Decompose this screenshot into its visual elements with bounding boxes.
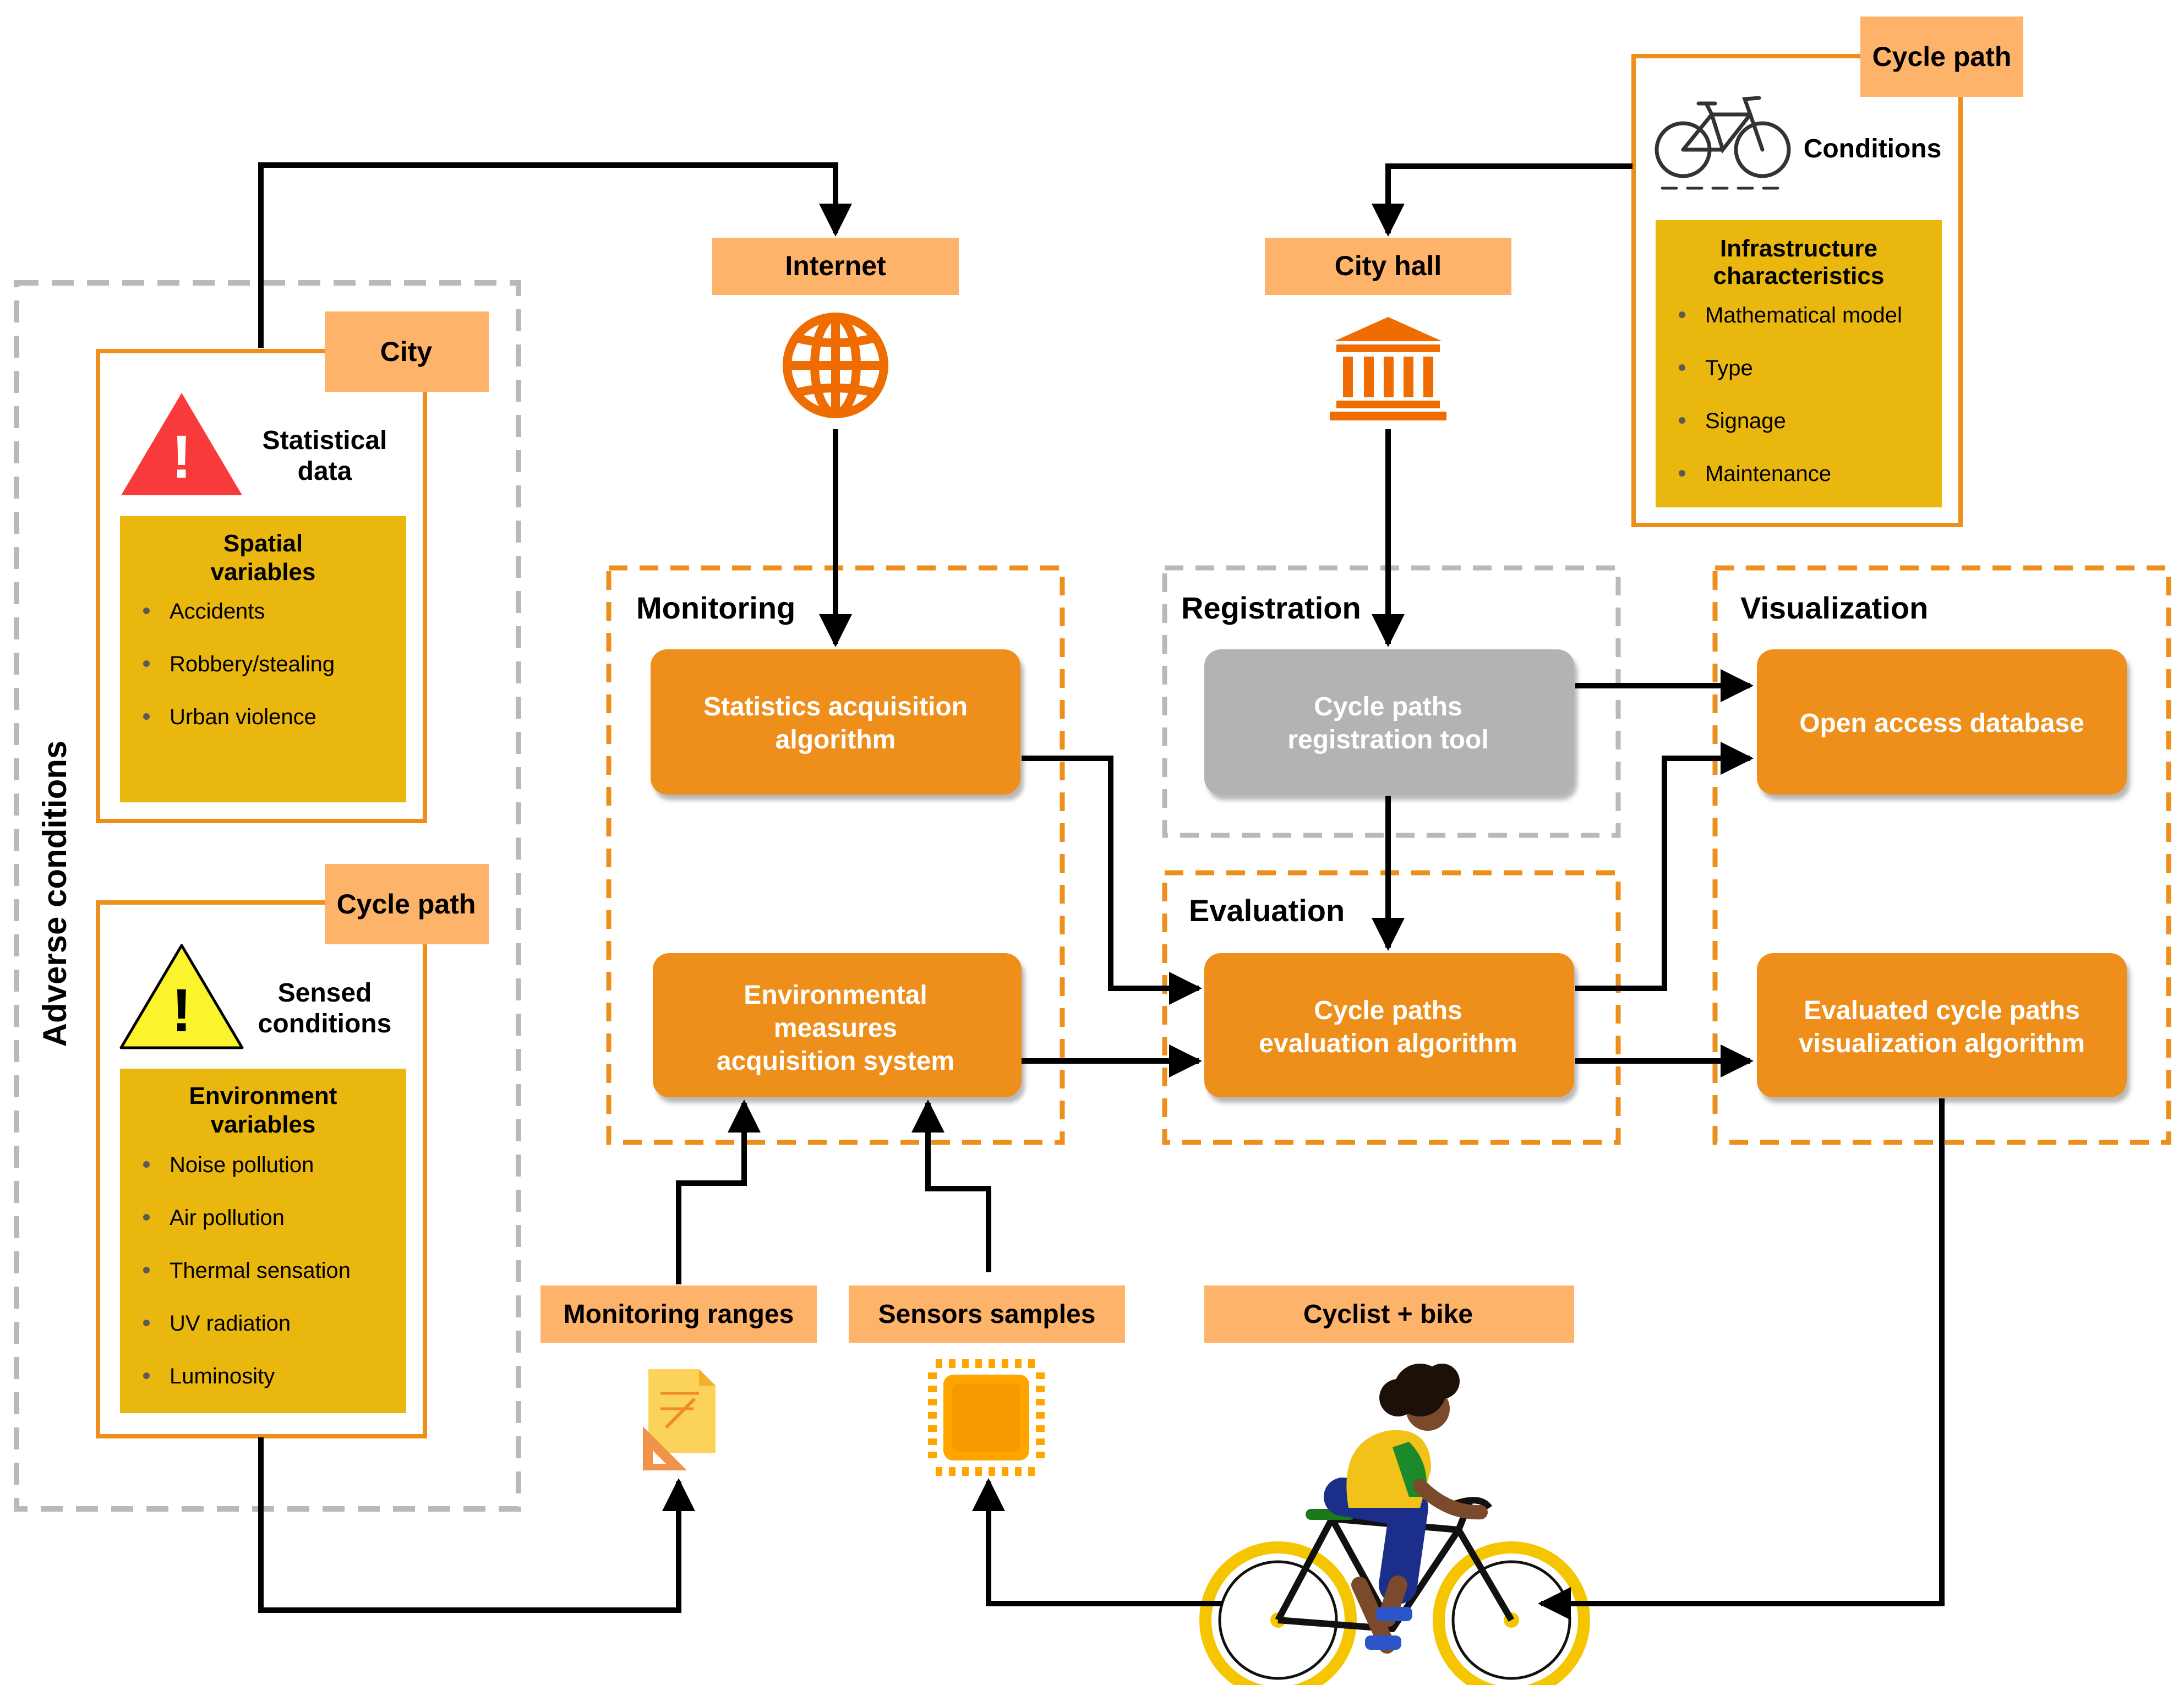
conditions-heading: Conditions — [1804, 134, 1942, 163]
process-label: Evaluated cycle paths — [1804, 996, 2080, 1025]
sensed-path-tag-label: Cycle path — [337, 889, 476, 920]
arrow-evaluation-to-database — [1575, 742, 1754, 991]
process-label: Environmental — [744, 981, 927, 1010]
process-label: acquisition system — [717, 1047, 954, 1076]
arrow-visualization-to-cyclist — [1538, 1098, 1945, 1620]
environment-variables-box — [120, 1069, 406, 1413]
spatial-variables-list: Accidents Robbery/stealing Urban violenc… — [143, 599, 335, 729]
registration-group — [1162, 565, 1621, 838]
process-label: algorithm — [776, 725, 896, 754]
infrastructure-title-line2: characteristics — [1713, 262, 1885, 289]
arrow-sensed-to-ranges — [258, 1437, 695, 1613]
city-tag — [325, 311, 489, 392]
process-label: Open access database — [1799, 709, 2084, 738]
evaluation-algorithm-process: Cycle paths evaluation algorithm — [1204, 953, 1574, 1097]
city-hall-icon — [1330, 317, 1446, 420]
list-item: Thermal sensation — [170, 1259, 351, 1283]
process-label: registration tool — [1287, 725, 1488, 754]
connector-lines — [258, 162, 1945, 1620]
arrow-infrastructure-to-city-hall — [1372, 163, 1632, 237]
list-item: Air pollution — [170, 1206, 285, 1230]
environment-variables-title-line2: variables — [211, 1111, 316, 1138]
infrastructure-list: Mathematical model Type Signage Maintena… — [1679, 303, 1902, 486]
list-item: Noise pollution — [170, 1153, 314, 1177]
arrow-city-to-internet — [258, 162, 852, 348]
process-label: Cycle paths — [1314, 692, 1462, 721]
statistics-acquisition-process: Statistics acquisition algorithm — [651, 649, 1020, 795]
sensed-conditions-heading-line2: conditions — [258, 1009, 392, 1038]
list-item: Accidents — [170, 599, 265, 623]
cyclist-bike-tag — [1204, 1285, 1574, 1343]
spatial-variables-box — [120, 516, 406, 802]
arrow-sensors-to-environmental — [911, 1099, 991, 1272]
environment-variables-list: Noise pollution Air pollution Thermal se… — [143, 1153, 351, 1388]
arrow-stats-to-evaluation — [1022, 756, 1202, 1005]
city-hall-tag — [1265, 238, 1511, 295]
environmental-acquisition-process: Environmental measures acquisition syste… — [653, 953, 1022, 1097]
list-item: Luminosity — [170, 1364, 275, 1388]
cyclist-bike-tag-label: Cyclist + bike — [1303, 1300, 1473, 1329]
bicycle-icon — [1655, 96, 1791, 190]
warning-red-icon: ! — [121, 393, 242, 495]
adverse-conditions-group — [14, 280, 521, 1512]
city-tag-label: City — [380, 336, 433, 367]
infrastructure-tag-label: Cycle path — [1872, 41, 2012, 72]
sensed-path-tag — [325, 864, 489, 944]
spatial-variables-title-line2: variables — [211, 559, 316, 586]
sensed-conditions-heading-line1: Sensed — [278, 978, 372, 1008]
spatial-variables-title-line1: Spatial — [223, 530, 303, 557]
process-label: Statistics acquisition — [703, 692, 968, 721]
visualization-group — [1712, 565, 2171, 1145]
process-label: Cycle paths — [1314, 996, 1462, 1025]
list-item: Mathematical model — [1705, 303, 1902, 327]
evaluation-group-title: Evaluation — [1189, 893, 1345, 928]
internet-tag — [712, 238, 959, 295]
svg-text:!: ! — [172, 423, 192, 491]
monitoring-group-title: Monitoring — [636, 590, 795, 625]
open-access-database-process: Open access database — [1757, 649, 2127, 795]
process-label: visualization algorithm — [1799, 1029, 2085, 1058]
arrow-ranges-to-environmental — [676, 1099, 761, 1284]
list-item: Maintenance — [1705, 462, 1831, 486]
list-item: UV radiation — [170, 1311, 291, 1336]
monitoring-ranges-tag — [540, 1285, 817, 1343]
registration-group-title: Registration — [1181, 590, 1361, 625]
list-item: Type — [1705, 356, 1753, 380]
internet-tag-label: Internet — [785, 250, 886, 281]
list-item: Signage — [1705, 409, 1786, 433]
process-label: measures — [774, 1014, 897, 1043]
svg-text:!: ! — [172, 977, 192, 1044]
statistical-data-heading-line2: data — [298, 457, 352, 486]
visualization-algorithm-process: Evaluated cycle paths visualization algo… — [1757, 953, 2127, 1097]
sensors-samples-tag — [849, 1285, 1125, 1343]
cyclist-illustration — [1199, 1364, 1590, 1685]
arrow-cyclist-to-chip — [972, 1478, 1223, 1606]
evaluation-group — [1162, 870, 1621, 1145]
infrastructure-title-line1: Infrastructure — [1720, 235, 1877, 262]
registration-tool-process: Cycle paths registration tool — [1204, 649, 1574, 795]
sensors-samples-tag-label: Sensors samples — [878, 1300, 1096, 1329]
list-item: Urban violence — [170, 705, 316, 729]
process-label: evaluation algorithm — [1259, 1029, 1517, 1058]
monitoring-ranges-tag-label: Monitoring ranges — [564, 1300, 794, 1329]
visualization-group-title: Visualization — [1740, 590, 1928, 625]
ruler-document-icon — [643, 1369, 716, 1470]
warning-yellow-icon: ! — [119, 944, 244, 1049]
globe-icon — [783, 313, 888, 418]
list-item: Robbery/stealing — [170, 652, 335, 676]
city-hall-tag-label: City hall — [1335, 250, 1442, 281]
adverse-conditions-title: Adverse conditions — [36, 741, 73, 1047]
statistical-data-heading-line1: Statistical — [263, 426, 387, 455]
infrastructure-characteristics-box — [1656, 220, 1942, 507]
environment-variables-title-line1: Environment — [189, 1082, 337, 1109]
chip-icon — [928, 1359, 1045, 1476]
infrastructure-tag — [1860, 17, 2023, 97]
